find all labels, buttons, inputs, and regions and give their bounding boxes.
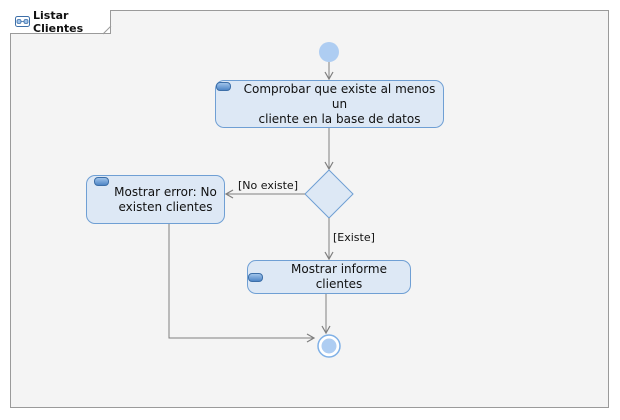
guard-not-exists[interactable]: [No existe] [238, 179, 298, 192]
action-error-line1: Mostrar error: No [114, 184, 217, 199]
action-icon [94, 177, 110, 186]
action-check-clients[interactable]: Comprobar que existe al menos un cliente… [215, 80, 444, 128]
diagram-title: Listar Clientes [33, 8, 84, 35]
action-error-line2: existen clientes [118, 199, 213, 214]
diagram-title-tab[interactable]: Listar Clientes [10, 8, 111, 35]
action-icon [248, 272, 263, 282]
tab-corner [103, 26, 112, 35]
action-icon [216, 82, 231, 91]
final-node-core [321, 338, 337, 354]
action-check-line1: Comprobar que existe al menos un [243, 81, 436, 111]
action-show-error[interactable]: Mostrar error: No existen clientes [86, 175, 225, 224]
action-show-report[interactable]: Mostrar informe clientes [247, 260, 411, 294]
activity-diagram-icon [15, 16, 30, 27]
action-report-label: Mostrar informe clientes [291, 262, 387, 291]
guard-exists[interactable]: [Existe] [333, 231, 375, 244]
decision-node[interactable] [304, 169, 354, 219]
action-check-line2: cliente en la base de datos [258, 111, 421, 126]
initial-node[interactable] [319, 42, 339, 62]
edge-error-to-final[interactable] [168, 224, 316, 343]
